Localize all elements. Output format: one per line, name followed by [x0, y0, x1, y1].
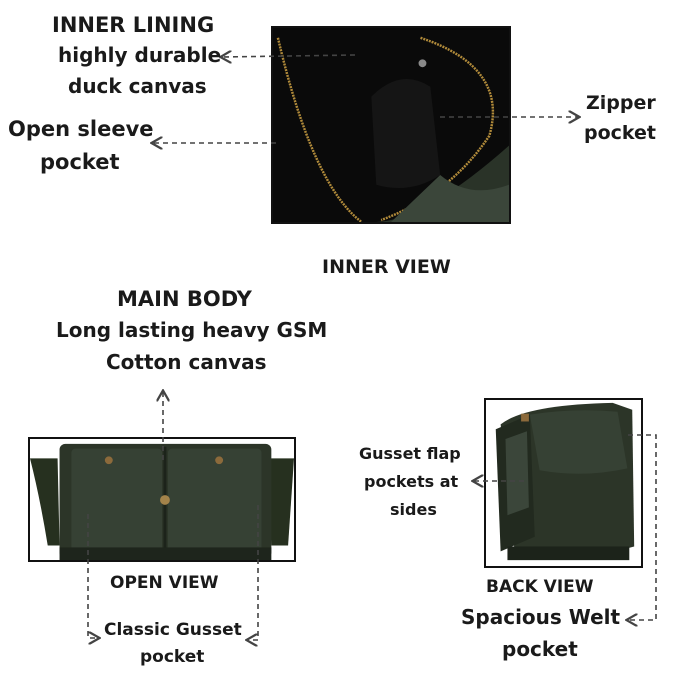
inner-view-photo — [271, 26, 511, 224]
back-view-caption: BACK VIEW — [486, 577, 594, 597]
spacious-welt-line1: Spacious Welt — [461, 605, 621, 629]
open-sleeve-line1: Open sleeve — [8, 117, 154, 141]
inner-lining-line2: duck canvas — [68, 74, 207, 98]
spacious-welt-line2: pocket — [502, 637, 578, 661]
zipper-line1: Zipper — [586, 92, 656, 114]
classic-gusset-line1: Classic Gusset — [104, 620, 242, 640]
inner-view-caption: INNER VIEW — [322, 256, 451, 278]
open-view-photo — [28, 437, 296, 562]
back-view-photo — [484, 398, 643, 568]
open-sleeve-line2: pocket — [40, 150, 120, 174]
main-body-title: MAIN BODY — [117, 287, 252, 311]
inner-lining-title: INNER LINING — [52, 13, 215, 37]
main-body-line2: Cotton canvas — [106, 350, 267, 374]
inner-lining-line1: highly durable — [58, 43, 222, 67]
gusset-flap-line2: pockets at — [364, 472, 459, 491]
classic-gusset-line2: pocket — [140, 647, 205, 667]
main-body-line1: Long lasting heavy GSM — [56, 318, 328, 342]
gusset-flap-line3: sides — [390, 500, 437, 519]
gusset-flap-line1: Gusset flap — [359, 444, 461, 463]
open-view-caption: OPEN VIEW — [110, 573, 219, 593]
zipper-line2: pocket — [584, 122, 657, 144]
